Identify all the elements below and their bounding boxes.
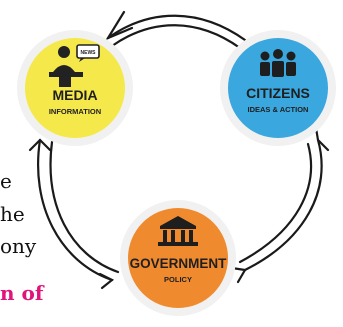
arrow-citizens-to-government	[230, 126, 330, 284]
news-badge-text: NEWS	[81, 50, 97, 56]
background-text-line-1: e	[0, 169, 12, 193]
citizens-title: CITIZENS	[246, 85, 310, 101]
news-anchor-icon	[49, 44, 100, 87]
citizens-subtitle: IDEAS & ACTION	[248, 105, 309, 114]
citizens-node: CITIZENS IDEAS & ACTION	[220, 30, 336, 146]
government-subtitle: POLICY	[164, 275, 192, 284]
background-text-line-2: he	[0, 202, 25, 226]
government-node: GOVERNMENT POLICY	[120, 200, 236, 316]
arrow-government-to-media	[28, 138, 120, 290]
media-node: NEWS MEDIA INFORMATION	[17, 30, 133, 146]
arrow-media-to-citizens	[105, 10, 247, 50]
media-title: MEDIA	[52, 87, 97, 103]
background-text-line-4: n of	[0, 281, 44, 305]
government-building-icon	[158, 216, 198, 246]
background-text-line-3: ony	[0, 234, 37, 258]
government-title: GOVERNMENT	[130, 256, 228, 271]
media-subtitle: INFORMATION	[49, 107, 101, 116]
people-icon	[260, 49, 296, 77]
